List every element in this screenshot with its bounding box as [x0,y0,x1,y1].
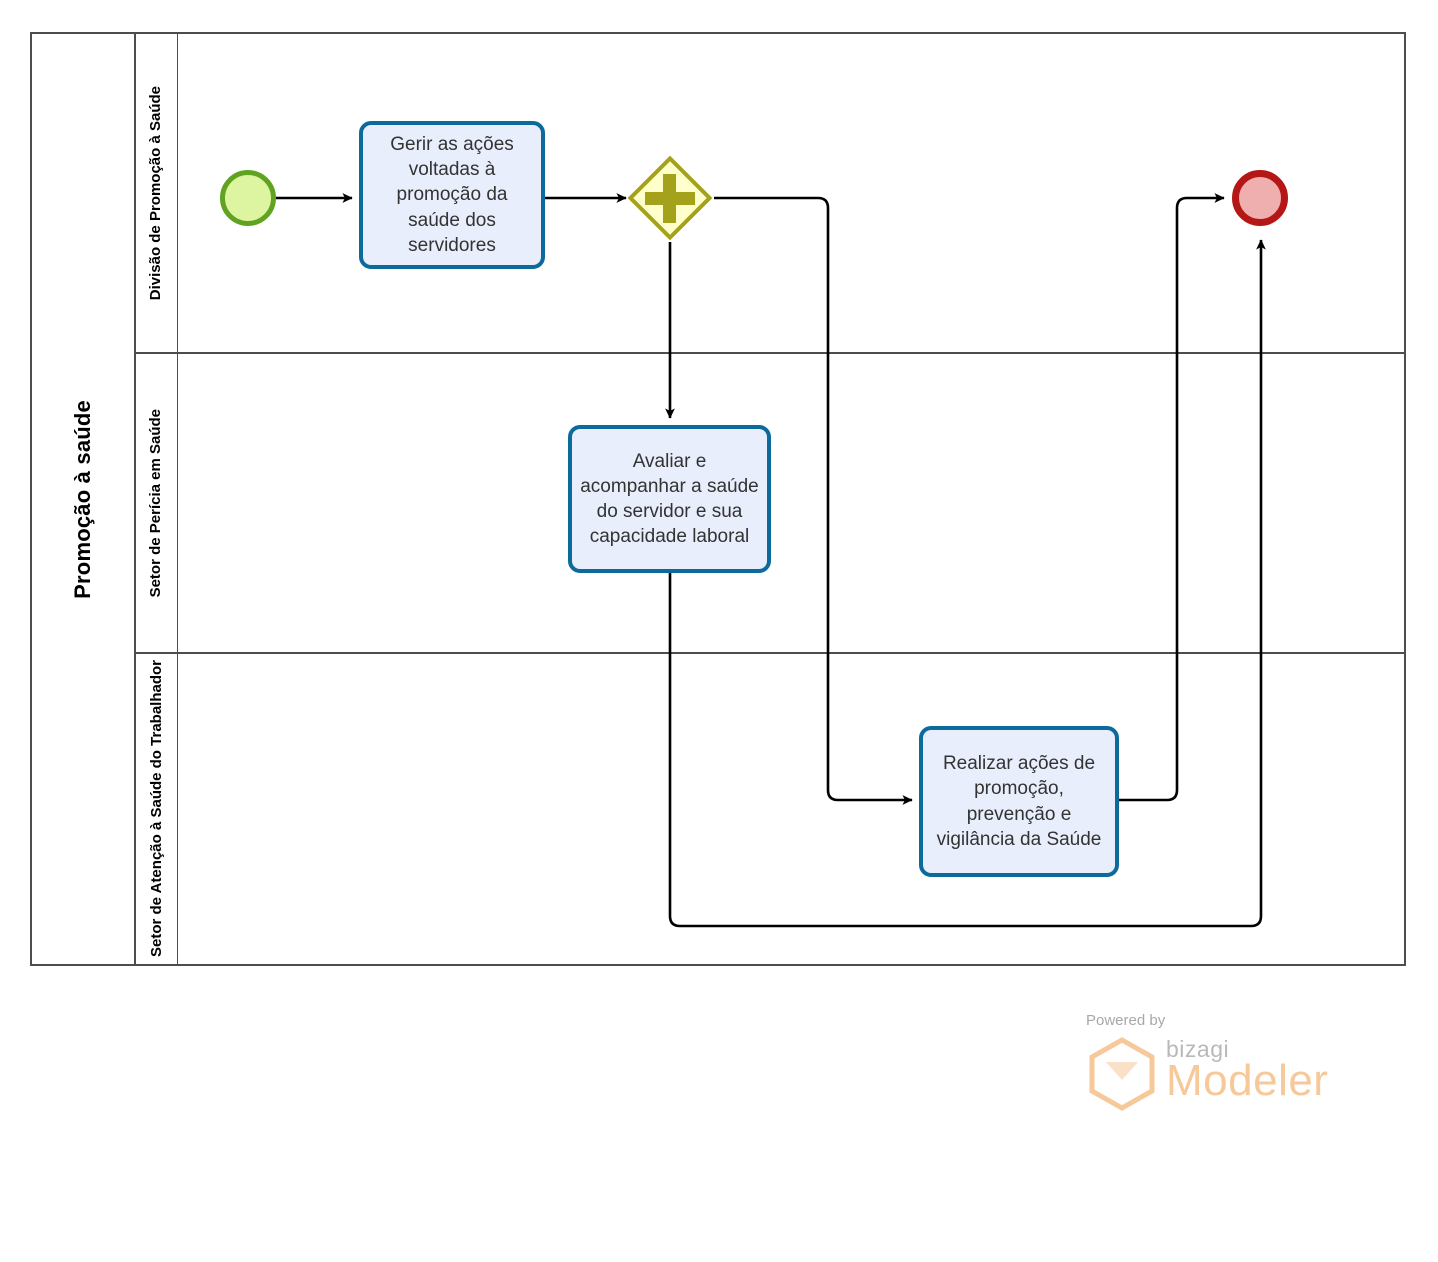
lane-header-pericia: Setor de Perícia em Saúde [136,354,178,652]
task-gerir-as-acoes[interactable]: Gerir as ações voltadas à promoção da sa… [359,121,545,269]
parallel-gateway[interactable] [627,155,713,241]
watermark-powered-by-label: Powered by [1086,1012,1166,1029]
watermark-product-modeler: Modeler [1166,1056,1329,1105]
lane-header-divisao: Divisão de Promoção à Saúde [136,34,178,352]
lane-label-pericia: Setor de Perícia em Saúde [147,408,165,598]
pool-title: Promoção à saúde [70,399,95,599]
start-event[interactable] [220,170,276,226]
lane-setor-de-atencao-a-saude-do-trabalhador[interactable]: Setor de Atenção à Saúde do Trabalhador [136,654,1404,964]
bizagi-watermark: Powered by bizagi Modeler [1078,1012,1338,1112]
bizagi-hexagon-logo-icon [1086,1036,1158,1117]
lane-header-atencao: Setor de Atenção à Saúde do Trabalhador [136,654,178,964]
pool-header: Promoção à saúde [32,34,136,964]
task-realizar-acoes[interactable]: Realizar ações de promoção, prevenção e … [919,726,1119,877]
lane-divisao-de-promocao-a-saude[interactable]: Divisão de Promoção à Saúde [136,34,1404,354]
lane-label-atencao: Setor de Atenção à Saúde do Trabalhador [147,660,165,958]
end-event[interactable] [1232,170,1288,226]
lane-label-divisao: Divisão de Promoção à Saúde [147,85,165,301]
watermark-brand-bizagi: bizagi [1166,1036,1230,1062]
task-avaliar-e-acompanhar[interactable]: Avaliar e acompanhar a saúde do servidor… [568,425,771,573]
gateway-plus-icon-vertical [663,174,676,223]
